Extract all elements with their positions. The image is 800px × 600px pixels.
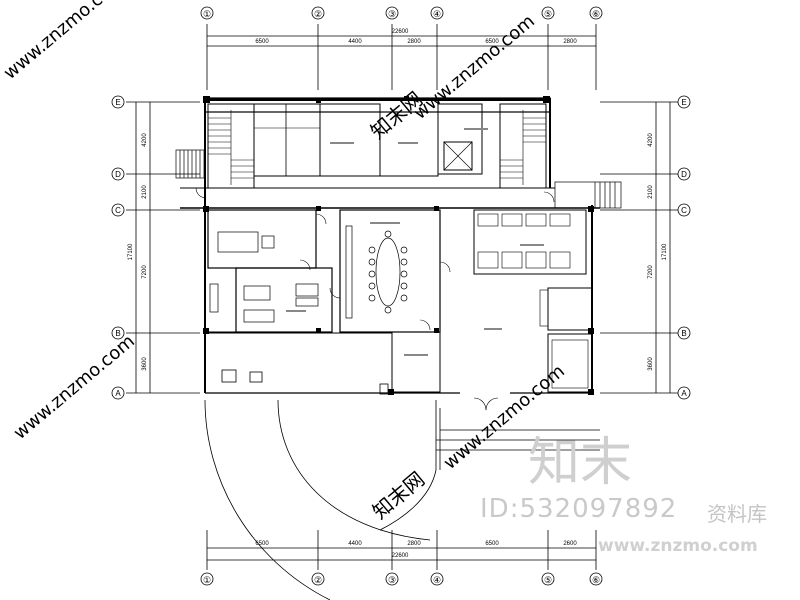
watermark-diagonal-url-1: www.znzmo.com: [0, 0, 129, 84]
top-col-label-4: ④: [433, 9, 441, 19]
bottom-col-label-2: ②: [314, 575, 322, 585]
left-row-label-a: A: [115, 389, 121, 398]
watermark-id: ID:532097892: [480, 494, 678, 524]
bottom-dim-4: 6500: [485, 541, 499, 547]
left-row-label-d: D: [115, 170, 121, 179]
top-dim-2: 4400: [348, 39, 362, 45]
top-total-dimension: 22600: [392, 29, 409, 35]
left-total-dimension: 17100: [128, 243, 134, 260]
office-furniture: [209, 231, 319, 323]
top-dim-1: 6500: [255, 39, 269, 45]
right-total-dimension: 17100: [662, 243, 668, 260]
watermark-url: www.znzmo.com: [598, 536, 758, 556]
left-row-label-b: B: [115, 329, 120, 338]
top-col-label-2: ②: [314, 9, 322, 19]
left-row-label-e: E: [115, 98, 120, 107]
right-row-label-c: C: [681, 206, 687, 215]
left-row-label-c: C: [115, 206, 121, 215]
left-dim-3: 7200: [142, 265, 148, 279]
bottom-col-label-3: ③: [388, 575, 396, 585]
front-landscape: [204, 369, 600, 600]
top-col-label-5: ⑤: [544, 9, 552, 19]
bottom-col-label-1: ①: [203, 575, 211, 585]
structural-columns: [203, 96, 594, 395]
exterior-stairs: [175, 149, 622, 209]
meeting-table: [345, 225, 408, 319]
building-walls: [180, 97, 600, 394]
top-dim-3: 2800: [407, 39, 421, 45]
right-dim-4: 3600: [648, 357, 654, 371]
interior-stair-treads: [208, 111, 546, 179]
left-dim-4: 3600: [142, 357, 148, 371]
top-col-label-1: ①: [203, 9, 211, 19]
tiny-cad-labels: [286, 128, 544, 356]
door-swings: [195, 187, 555, 411]
bottom-axis-group: [200, 530, 603, 586]
top-col-label-3: ③: [388, 9, 396, 19]
right-row-label-d: D: [681, 170, 687, 179]
bottom-col-label-6: ⑥: [592, 575, 600, 585]
top-dim-5: 2800: [563, 39, 577, 45]
right-dim-3: 7200: [648, 265, 654, 279]
right-axis-group: [600, 95, 691, 400]
workstations: [477, 213, 589, 389]
bottom-col-label-5: ⑤: [544, 575, 552, 585]
bottom-total-dimension: 22600: [392, 553, 409, 559]
top-axis-group: [200, 6, 603, 90]
watermark-diagonal-url-3: www.znzmo.com: [410, 11, 539, 124]
right-row-label-a: A: [681, 389, 687, 398]
right-row-label-b: B: [681, 329, 686, 338]
watermark-diagonal-brand-2: 知末网: [368, 467, 429, 524]
bottom-dim-2: 4400: [348, 541, 362, 547]
bottom-dim-1: 6500: [255, 541, 269, 547]
left-dim-1: 4200: [142, 133, 148, 147]
right-row-label-e: E: [681, 98, 686, 107]
right-dim-2: 2100: [648, 185, 654, 199]
right-dim-1: 4200: [648, 133, 654, 147]
watermark-logo: 知末: [528, 433, 633, 493]
left-dim-2: 2100: [142, 185, 148, 199]
bottom-dim-3: 2800: [407, 541, 421, 547]
watermark-brand: 资料库: [707, 502, 767, 526]
top-col-label-6: ⑥: [592, 9, 600, 19]
top-dim-4: 6500: [485, 39, 499, 45]
bottom-col-label-4: ④: [433, 575, 441, 585]
bottom-dim-5: 2600: [563, 541, 577, 547]
